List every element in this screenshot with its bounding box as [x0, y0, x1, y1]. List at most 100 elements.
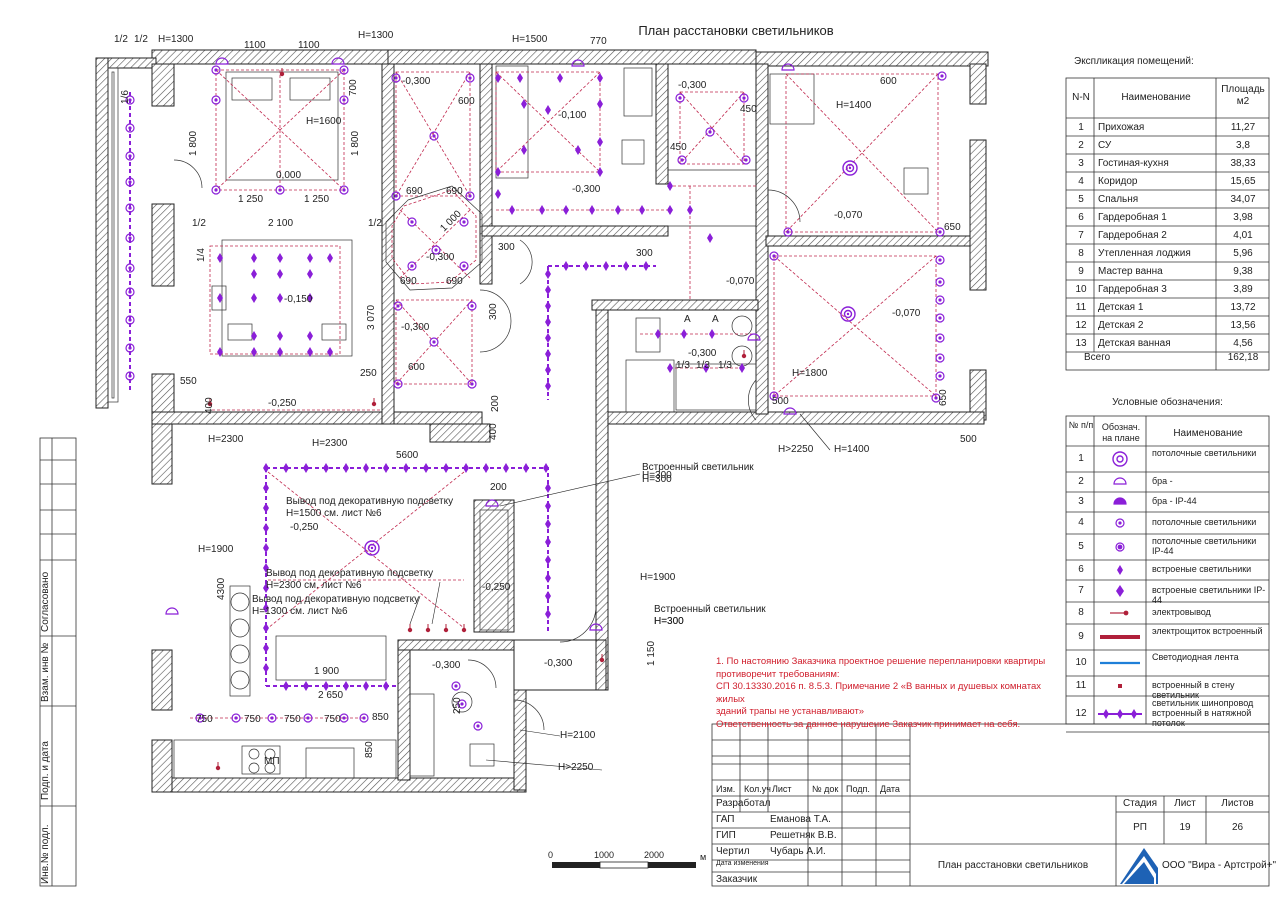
spot-light-icon: [407, 217, 417, 227]
dimension-label: 1 250: [304, 194, 329, 205]
spot-light-icon: [125, 263, 135, 273]
builtin-light-icon: [545, 537, 551, 547]
walls: [95, 49, 989, 793]
builtin-light-icon: [543, 463, 549, 473]
dimension-label: МП: [264, 756, 280, 767]
builtin-light-icon: [403, 463, 409, 473]
builtin-light-icon: [545, 609, 551, 619]
height-label: H=2100: [560, 730, 596, 741]
spot-light-icon: [407, 261, 417, 271]
rooms-row-area: 5,96: [1233, 248, 1253, 259]
builtin-light-icon: [545, 301, 551, 311]
builtin-light-icon: [563, 205, 569, 215]
rooms-row-name: Гардеробная 1: [1098, 212, 1167, 223]
height-label: H=1500: [512, 34, 548, 45]
builtin-light-icon: [277, 347, 283, 357]
rooms-total-value: 162,18: [1227, 352, 1259, 363]
builtin-light-icon: [597, 73, 603, 83]
builtin-light-icon: [583, 261, 589, 271]
height-label: H=2300: [312, 438, 348, 449]
sconce-icon: [485, 499, 499, 507]
legend-header-name: Наименование: [1173, 428, 1243, 439]
spot-light-icon: [125, 287, 135, 297]
rooms-row-name: Детская ванная: [1098, 338, 1171, 349]
dimension-label: 1 800: [188, 131, 199, 156]
spot-light-icon: [783, 227, 793, 237]
furniture: [173, 65, 929, 779]
scale-tick-label: 1000: [594, 850, 615, 860]
builtin-light-icon: [423, 463, 429, 473]
level-label: 0,000: [276, 170, 301, 181]
builtin-light-icon: [643, 261, 649, 271]
stamp-role: Заказчик: [716, 874, 758, 885]
level-label: -0,070: [892, 308, 921, 319]
builtin-light-icon: [383, 463, 389, 473]
stamp-role: ГИП: [716, 830, 736, 841]
outlet-icon: [279, 68, 285, 77]
builtin-light-icon: [667, 363, 673, 373]
stamp-col-header: Лист: [772, 784, 792, 794]
dimension-label: 850: [364, 741, 375, 758]
dimension-label: 600: [458, 96, 475, 107]
legend-row-n: 8: [1078, 607, 1084, 618]
dimension-label: 400: [204, 397, 215, 414]
builtin-light-icon: [655, 329, 661, 339]
spot-light-icon: [769, 251, 779, 261]
level-label: -0,300: [432, 660, 461, 671]
dimension-label: 1/4: [196, 248, 207, 262]
builtin-light-icon: [363, 681, 369, 691]
outlet-icon: [207, 398, 213, 407]
spot-light-icon: [937, 71, 947, 81]
builtin-light-icon: [263, 463, 269, 473]
spot-light-icon: [935, 371, 945, 381]
spot-light-icon: [391, 191, 401, 201]
stamp-col-header: № док: [812, 784, 839, 794]
legend-symbol-icon: [1115, 518, 1125, 528]
legend-symbol-icon: [1100, 635, 1140, 639]
rooms-row-area: 9,38: [1233, 266, 1253, 277]
callout-label: Вывод под декоративную подсветку: [266, 568, 433, 579]
builtin-light-icon: [443, 463, 449, 473]
callout-label: Вывод под декоративную подсветку: [252, 594, 419, 605]
builtin-light-icon: [521, 99, 527, 109]
builtin-light-icon: [217, 347, 223, 357]
note-line: СП 30.13330.2016 п. 8.5.3. Примечание 2 …: [716, 681, 1042, 705]
rooms-row-name: Прихожая: [1098, 122, 1145, 133]
dimension-label: 3 070: [366, 305, 377, 330]
legend-row-n: 4: [1078, 517, 1084, 528]
outlet-icon: [461, 624, 467, 633]
dimension-label: 1/6: [120, 90, 131, 104]
dimension-label: 650: [938, 389, 949, 406]
builtin-light-icon: [495, 189, 501, 199]
builtin-light-icon: [307, 253, 313, 263]
level-label: -0,300: [688, 348, 717, 359]
rooms-table-grid: [1065, 77, 1270, 371]
spot-light-icon: [231, 713, 241, 723]
legend-row-name: Светодиодная лента: [1152, 652, 1239, 662]
builtin-light-icon: [545, 573, 551, 583]
spot-light-icon: [739, 93, 749, 103]
dimension-label: 450: [740, 104, 757, 115]
dimension-label: 1100: [244, 40, 266, 51]
spot-light-icon: [705, 127, 715, 137]
spot-light-icon: [393, 379, 403, 389]
height-label: H=1300: [358, 30, 394, 41]
spot-light-icon: [431, 245, 441, 255]
dimension-label: 2 650: [318, 690, 343, 701]
builtin-light-icon: [739, 363, 745, 373]
builtin-light-icon: [251, 293, 257, 303]
spot-light-icon: [675, 93, 685, 103]
spot-light-icon: [125, 343, 135, 353]
stamp-role: Дата изменения: [716, 860, 769, 867]
height-label: H=1400: [836, 100, 872, 111]
stamp-sheets: 26: [1231, 822, 1244, 833]
spot-light-icon: [393, 301, 403, 311]
dimension-label: 1/2: [192, 218, 206, 229]
stamp-col-header: Дата: [880, 784, 900, 794]
spot-light-icon: [465, 73, 475, 83]
stamp-col-header: Кол.уч: [744, 784, 771, 794]
callout-label: H=2300 см. лист №6: [266, 580, 362, 591]
spot-light-icon: [467, 301, 477, 311]
builtin-light-icon: [545, 333, 551, 343]
spot-light-icon: [125, 177, 135, 187]
